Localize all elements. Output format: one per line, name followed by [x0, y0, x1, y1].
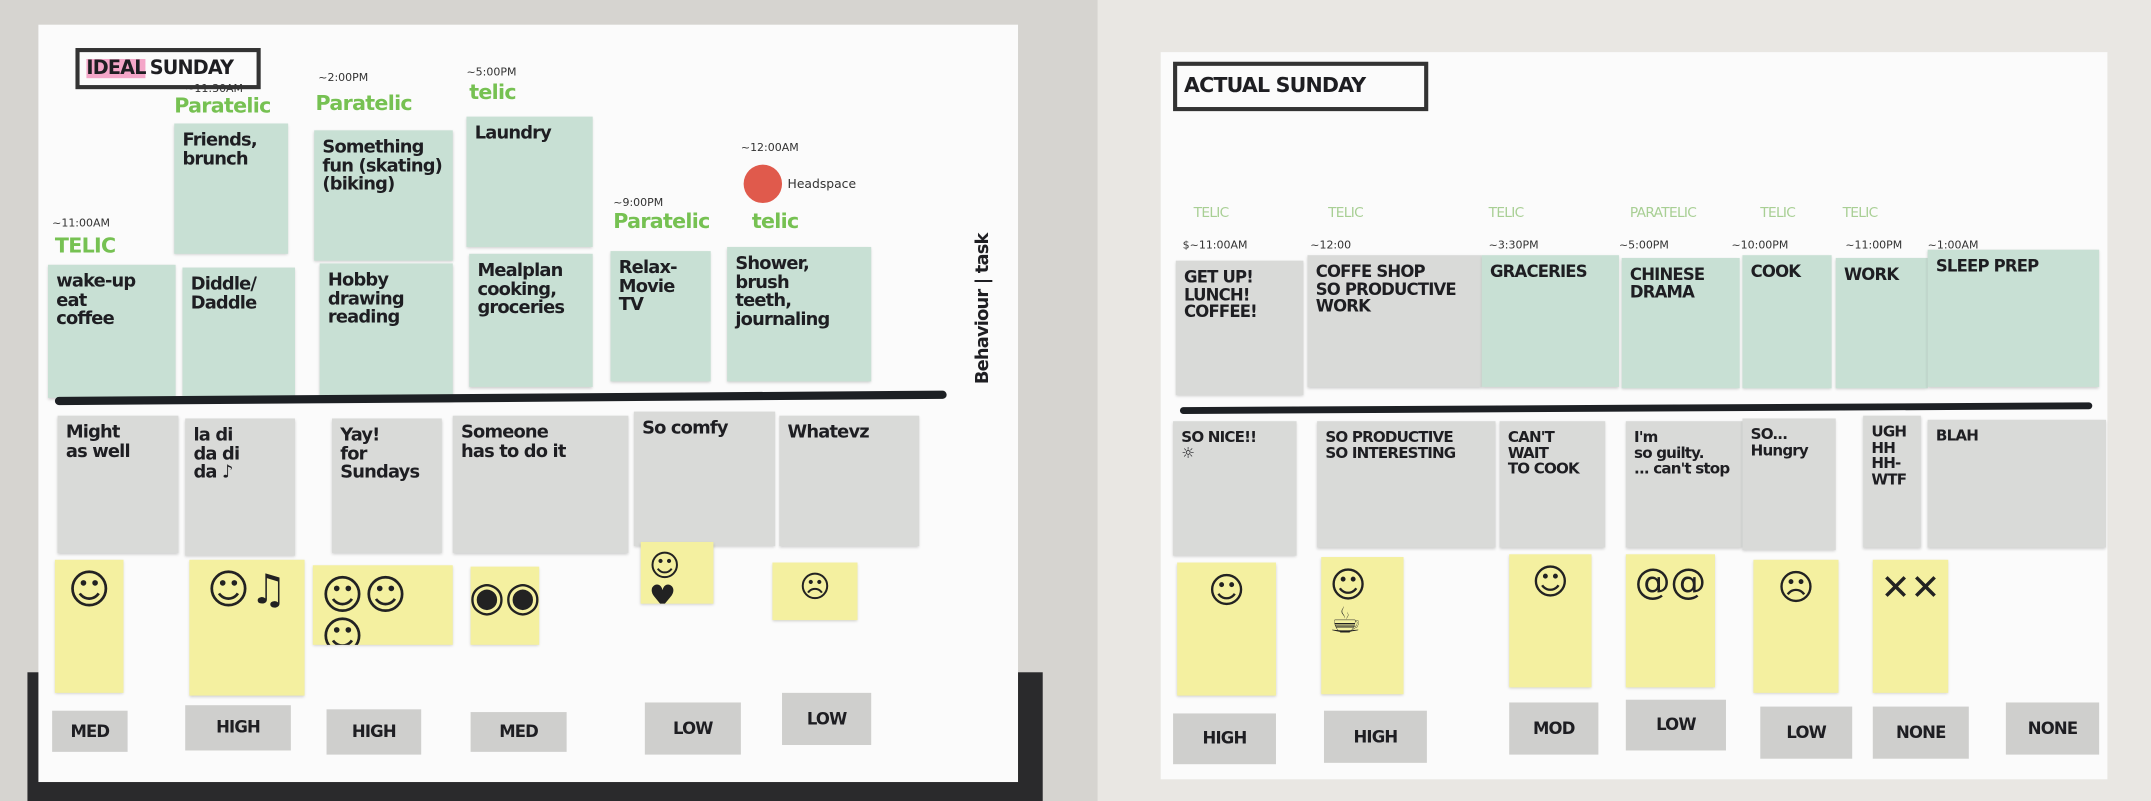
feeling-note: So comfy — [633, 411, 776, 547]
feeling-note: Someone has to do it — [452, 415, 629, 553]
level-tag: MED — [52, 710, 128, 752]
type-label: telic — [751, 208, 799, 234]
time-label: ~2:00PM — [318, 71, 369, 84]
task-note: SLEEP PREP — [1927, 249, 2100, 387]
type-label: Paratelic — [613, 208, 710, 234]
emoji-note: ☺♥ — [640, 541, 714, 604]
type-label: TELIC — [1193, 205, 1230, 221]
task-note: Friends, brunch — [174, 123, 289, 254]
emoji-note: ✕✕ — [1872, 559, 1949, 693]
kiss-hearts-face-icon: ☺♥ — [648, 550, 681, 604]
time-label: ~11:00PM — [1845, 238, 1903, 252]
level-tag: NONE — [2005, 702, 2100, 755]
emoji-note: ☹ — [772, 562, 858, 621]
dizzy-face-icon: @@ — [1634, 562, 1707, 604]
level-tag: HIGH — [1173, 713, 1276, 765]
level-tag: LOW — [782, 692, 872, 745]
type-label: TELIC — [1328, 205, 1364, 221]
feeling-note: Yay! for Sundays — [332, 418, 442, 553]
angry-face-icon: ☹ — [1777, 568, 1815, 610]
time-label: ~3:30PM — [1488, 238, 1539, 252]
side-label: Behaviour | task — [972, 233, 994, 385]
laughing-face-coffee-icon: ☺☕ — [1329, 565, 1367, 643]
time-label: ~1:00AM — [1927, 238, 1979, 252]
time-label: ~10:00PM — [1731, 238, 1789, 252]
task-note: Something fun (skating) (biking) — [314, 130, 453, 261]
task-note: WORK — [1835, 257, 1928, 389]
time-label: ~11:30AM — [185, 82, 244, 95]
dead-face-poop-icon: ✕✕ — [1880, 568, 1941, 610]
feeling-note: SO NICE!! ☼ — [1173, 421, 1297, 556]
headspace-dot-icon — [743, 164, 783, 204]
time-label: ~12:00 — [1310, 238, 1352, 252]
time-label: ~11:00AM — [52, 216, 110, 230]
task-note: Mealplan cooking, groceries — [469, 253, 593, 387]
actual-title: ACTUAL SUNDAY — [1173, 61, 1429, 112]
type-label: PARATELIC — [1629, 205, 1697, 221]
title-rest: SUNDAY — [149, 57, 234, 80]
smile-face-icon: ☺ — [67, 566, 111, 615]
time-label: ~5:00PM — [466, 65, 517, 79]
type-label: telic — [469, 79, 516, 105]
task-note: COFFE SHOP SO PRODUCTIVE WORK — [1307, 255, 1482, 387]
type-label: TELIC — [54, 233, 116, 258]
task-note: Hobby drawing reading — [319, 263, 453, 401]
emoji-note: ☹ — [1753, 559, 1839, 693]
task-note: GRACERIES — [1481, 255, 1619, 387]
feeling-note: Might as well — [57, 415, 179, 553]
type-label: TELIC — [1760, 205, 1796, 221]
time-label: ~12:00AM — [740, 141, 799, 154]
emoji-note: ☺ — [1177, 562, 1276, 696]
time-label: ~9:00PM — [613, 196, 664, 209]
task-note: COOK — [1742, 255, 1832, 389]
level-tag: LOW — [1625, 699, 1726, 751]
level-tag: HIGH — [1323, 710, 1427, 763]
level-tag: MOD — [1509, 702, 1599, 755]
headspace-label: Headspace — [787, 178, 857, 193]
emoji-note: ☺♫ — [189, 559, 305, 696]
type-label: Paratelic — [174, 93, 271, 118]
level-tag: NONE — [1872, 706, 1969, 759]
level-tag: LOW — [644, 702, 741, 755]
feeling-note: BLAH — [1927, 419, 2107, 548]
shrug-face-icon: ☹ — [799, 570, 831, 606]
task-note: Relax- Movie TV — [610, 251, 711, 382]
type-label: TELIC — [1842, 205, 1879, 221]
emoji-note: ◉◉ — [470, 566, 540, 645]
three-laughing-faces-icon: ☺☺☺ — [321, 572, 407, 645]
emoji-note: ☺ — [54, 559, 124, 693]
time-label: ~5:00PM — [1618, 238, 1669, 252]
task-note: Diddle/ Daddle — [182, 267, 295, 401]
level-tag: LOW — [1760, 706, 1853, 759]
smile-face-icon: ☺ — [1531, 562, 1569, 604]
level-tag: MED — [470, 712, 567, 752]
level-tag: HIGH — [326, 709, 422, 755]
task-note: CHINESE DRAMA — [1621, 257, 1740, 389]
feeling-note: Whatevz — [779, 415, 920, 547]
feeling-note: SO... Hungry — [1742, 418, 1836, 551]
emoji-note: ☺☕ — [1321, 557, 1404, 695]
feeling-note: UGH HH HH- WTF — [1863, 415, 1921, 548]
emoji-note: ☺ — [1509, 554, 1592, 688]
type-label: Paratelic — [315, 90, 413, 116]
feeling-note: la di da di da ♪ — [185, 418, 295, 556]
task-note: GET UP! LUNCH! COFFEE! — [1175, 260, 1304, 396]
emoji-note: @@ — [1625, 554, 1715, 688]
time-label: $~11:00AM — [1182, 238, 1248, 252]
task-note: wake-up eat coffee — [48, 264, 176, 398]
level-tag: HIGH — [185, 705, 291, 751]
feeling-note: CAN'T WAIT TO COOK — [1499, 421, 1606, 548]
emoji-note: ☺☺☺ — [312, 565, 453, 645]
feeling-note: SO PRODUCTIVE SO INTERESTING — [1317, 421, 1496, 548]
task-note: Shower, brush teeth, journaling — [727, 246, 872, 382]
singing-laughing-faces-icon: ☺♫ — [207, 566, 287, 615]
feeling-note: I'm so guilty. ... can't stop — [1625, 421, 1743, 548]
grinning-face-icon: ☺ — [1207, 570, 1246, 612]
eye-roll-face-icon: ◉◉ — [470, 573, 540, 622]
task-note: Laundry — [466, 116, 593, 247]
type-label: TELIC — [1488, 205, 1525, 221]
title-highlight: IDEAL — [86, 57, 146, 80]
